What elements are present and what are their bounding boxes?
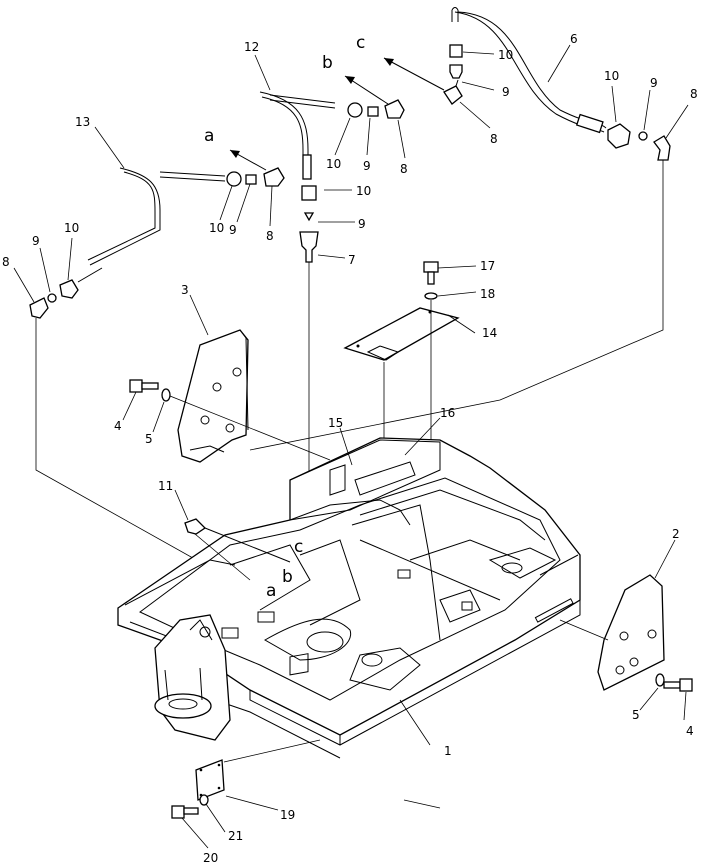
- fitting-set-a: [226, 167, 285, 187]
- callout-9-center: 9: [358, 217, 366, 231]
- leader-lines: [13, 44, 689, 849]
- fitting-7: [299, 231, 319, 263]
- callout-1: 1: [444, 744, 452, 758]
- callout-6: 6: [570, 32, 578, 46]
- nut-10-a: [226, 171, 242, 187]
- bolt-4-right: [663, 678, 693, 692]
- callout-10-right: 10: [604, 69, 619, 83]
- callout-9-b: 9: [363, 159, 371, 173]
- callout-20: 20: [203, 851, 218, 865]
- nut-10-c: [449, 44, 463, 58]
- nut-10-center: [301, 185, 317, 201]
- callout-3: 3: [181, 283, 189, 297]
- callout-8-b: 8: [400, 162, 408, 176]
- hose-12-end: [302, 154, 312, 180]
- adapter-9-b: [367, 106, 379, 117]
- callout-18: 18: [480, 287, 495, 301]
- callout-8-left: 8: [2, 255, 10, 269]
- adapter-9-a: [245, 174, 257, 185]
- callout-10-c: 10: [498, 48, 513, 62]
- hose-13: [87, 167, 226, 266]
- callout-10-center: 10: [356, 184, 371, 198]
- letter-a-frame: a: [266, 581, 276, 601]
- arrow-b: [344, 75, 389, 105]
- callout-9-c: 9: [502, 85, 510, 99]
- fitting-set-b: [347, 99, 405, 119]
- fitting-set-right: [607, 123, 671, 161]
- fitting-set-c: [443, 44, 463, 105]
- callout-16: 16: [440, 406, 455, 420]
- adapter-9-center: [303, 212, 315, 222]
- callout-10-a: 10: [209, 221, 224, 235]
- adapter-9-right: [638, 131, 648, 141]
- nut-10-b: [347, 102, 363, 118]
- hose-6: [451, 7, 607, 134]
- bolt-20: [171, 805, 199, 819]
- letter-b-top: b: [322, 53, 333, 73]
- swing-bracket: [154, 614, 231, 741]
- callout-19: 19: [280, 808, 295, 822]
- adapter-9-left: [47, 293, 57, 303]
- callout-8-c: 8: [490, 132, 498, 146]
- elbow-8-left: [29, 297, 49, 319]
- callout-8-right: 8: [690, 87, 698, 101]
- callout-11: 11: [158, 479, 173, 493]
- fitting-set-left: [29, 267, 103, 319]
- elbow-8-a: [263, 167, 285, 187]
- callout-8-a: 8: [266, 229, 274, 243]
- cover-14: [343, 307, 460, 361]
- washer-5-left: [161, 388, 171, 402]
- adapter-9-c: [449, 64, 463, 79]
- letter-c-frame: c: [294, 537, 303, 557]
- callout-17: 17: [480, 259, 495, 273]
- elbow-8-b: [384, 99, 405, 119]
- cover-19: [195, 759, 225, 801]
- cover-3: [177, 329, 249, 463]
- callout-4-left: 4: [114, 419, 122, 433]
- callout-13: 13: [75, 115, 90, 129]
- callout-4-right: 4: [686, 724, 694, 738]
- fitting-11: [184, 518, 291, 581]
- arrow-c: [383, 57, 445, 91]
- callout-labels: 1 2 3 4 4 5 5 6 7 8 8 8 8 8 9 9 9 9 9 9 …: [2, 32, 698, 865]
- bolt-17: [423, 261, 439, 285]
- callout-9-right: 9: [650, 76, 658, 90]
- callout-2: 2: [672, 527, 680, 541]
- callout-10-left: 10: [64, 221, 79, 235]
- callout-10-b: 10: [326, 157, 341, 171]
- hose-12: [259, 91, 336, 180]
- callout-15: 15: [328, 416, 343, 430]
- nut-10-left: [59, 279, 79, 299]
- washer-18: [424, 292, 438, 300]
- elbow-8-c: [443, 85, 463, 105]
- washer-5-right: [655, 673, 665, 687]
- letter-c-top: c: [356, 33, 365, 53]
- routing-letters: c b a a b c: [204, 33, 365, 601]
- letter-b-frame: b: [282, 567, 293, 587]
- callout-21: 21: [228, 829, 243, 843]
- cover-2: [597, 574, 665, 691]
- washer-21: [199, 794, 209, 806]
- callout-5-right: 5: [632, 708, 640, 722]
- callout-7: 7: [348, 253, 356, 267]
- elbow-8-right: [653, 135, 671, 161]
- callout-9-left: 9: [32, 234, 40, 248]
- letter-a-top: a: [204, 126, 214, 146]
- callout-9-a: 9: [229, 223, 237, 237]
- callout-5-left: 5: [145, 432, 153, 446]
- arrow-a: [229, 149, 267, 171]
- callout-12: 12: [244, 40, 259, 54]
- callout-14: 14: [482, 326, 497, 340]
- bolt-4-left: [129, 379, 159, 393]
- nut-10-right: [607, 123, 631, 149]
